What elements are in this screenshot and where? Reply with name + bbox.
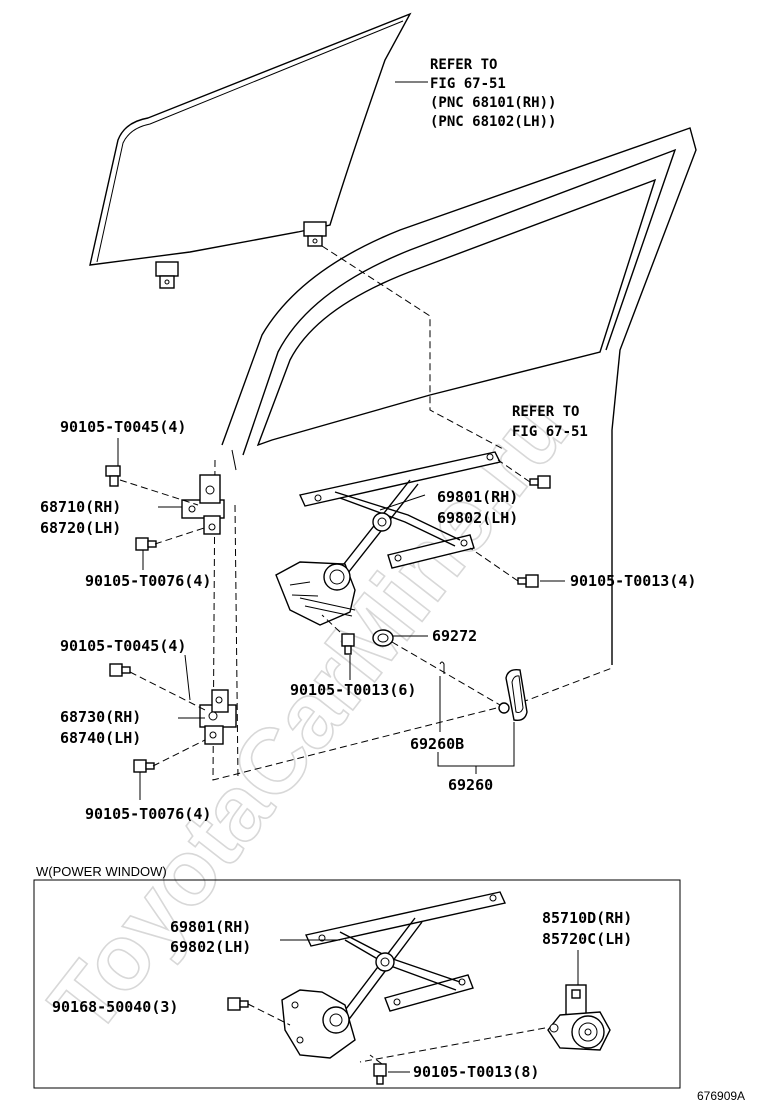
window-handle	[439, 661, 528, 722]
callout-handle-part: 69260B	[410, 735, 464, 753]
door-glass	[89, 12, 412, 289]
pw-motor	[547, 984, 611, 1051]
figure-id: 676909A	[697, 1089, 745, 1103]
callout-upper-hinge-lh: 68720(LH)	[40, 519, 121, 537]
pw-callout-motor-rh: 85710D(RH)	[542, 909, 632, 927]
upper-hinge	[181, 474, 225, 535]
callout-regulator-rh: 69801(RH)	[437, 488, 518, 506]
callout-lower-hinge-rh: 68730(RH)	[60, 708, 141, 726]
door-frame	[212, 127, 697, 781]
glass-note-line-3: (PNC 68101(RH))	[430, 95, 556, 111]
regulator-note-line-2: FIG 67-51	[512, 424, 588, 440]
pw-callout-bolt: 90105-T0013(8)	[413, 1063, 539, 1081]
callout-upper-hinge-rh: 68710(RH)	[40, 498, 121, 516]
callout-bolt-regulator-lower: 90105-T0013(6)	[290, 681, 416, 699]
washer	[372, 629, 394, 647]
pw-regulator	[281, 891, 506, 1059]
power-window-title: W(POWER WINDOW)	[36, 864, 167, 879]
lower-hinge-bolt	[109, 663, 131, 677]
callout-regulator-lh: 69802(LH)	[437, 509, 518, 527]
upper-hinge-bolt	[105, 465, 121, 487]
regulator-note-line-1: REFER TO	[512, 404, 579, 420]
pw-callout-motor-lh: 85720C(LH)	[542, 930, 632, 948]
callout-bolt-upper-hinge: 90105-T0045(4)	[60, 418, 186, 436]
glass-note-line-1: REFER TO	[430, 57, 497, 73]
pw-callout-regulator-rh: 69801(RH)	[170, 918, 251, 936]
pw-bolt	[373, 1063, 387, 1085]
pw-callout-regulator-lh: 69802(LH)	[170, 938, 251, 956]
glass-note-line-4: (PNC 68102(LH))	[430, 114, 556, 130]
regulator-bolt-upper	[529, 475, 551, 489]
callout-bolt-lower-hinge: 90105-T0045(4)	[60, 637, 186, 655]
pw-callout-screw: 90168-50040(3)	[52, 998, 178, 1016]
glass-note-line-2: FIG 67-51	[430, 76, 506, 92]
lower-hinge	[199, 689, 237, 745]
regulator-bolt-lower	[341, 633, 355, 655]
callout-bolt-regulator: 90105-T0013(4)	[570, 572, 696, 590]
callout-bolt-upper-hinge-lower: 90105-T0076(4)	[85, 572, 211, 590]
pw-screw	[227, 997, 249, 1011]
lower-hinge-lower-bolt	[133, 759, 155, 773]
upper-hinge-lower-bolt	[135, 537, 157, 551]
callout-bolt-lower-hinge-lower: 90105-T0076(4)	[85, 805, 211, 823]
power-window-box	[33, 879, 681, 1089]
callout-lower-hinge-lh: 68740(LH)	[60, 729, 141, 747]
window-regulator	[275, 451, 502, 626]
callout-handle: 69260	[448, 776, 493, 794]
callout-washer: 69272	[432, 627, 477, 645]
regulator-bolt	[517, 574, 539, 588]
